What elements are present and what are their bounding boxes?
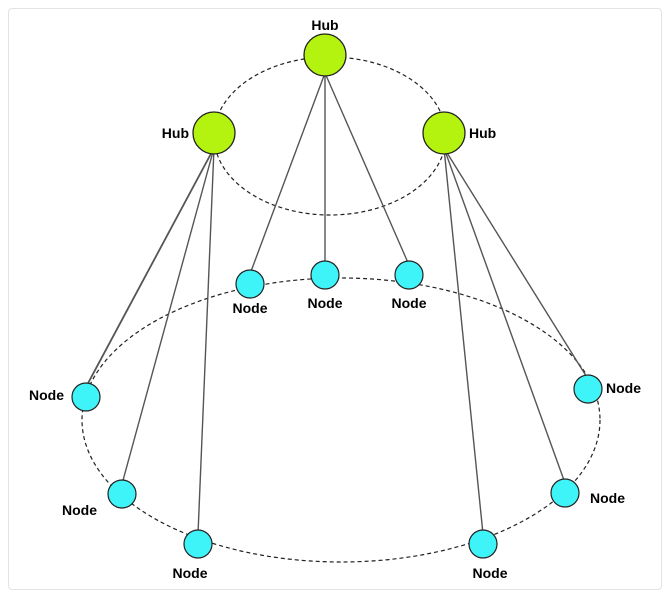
hub-right-label: Hub [469, 125, 496, 141]
node-5[interactable] [310, 260, 340, 290]
hub-left[interactable] [192, 111, 236, 155]
hub-top[interactable] [303, 33, 347, 77]
node-3[interactable] [183, 529, 213, 559]
node-8-label: Node [590, 490, 625, 506]
node-9[interactable] [468, 529, 498, 559]
node-3-label: Node [173, 565, 208, 581]
node-2[interactable] [107, 479, 137, 509]
node-2-label: Node [62, 502, 97, 518]
node-5-label: Node [308, 295, 343, 311]
node-1[interactable] [71, 382, 101, 412]
hub-top-label: Hub [311, 17, 338, 33]
node-6-label: Node [392, 295, 427, 311]
edge-hub-left-node-2 [121, 147, 215, 485]
edge-hub-top-node-4 [249, 72, 326, 275]
node-4[interactable] [235, 269, 265, 299]
node-ring [81, 277, 601, 563]
edge-hub-right-node-7 [443, 147, 589, 380]
node-1-label: Node [29, 387, 64, 403]
edge-hub-right-node-9 [443, 147, 484, 535]
edges-layer [85, 72, 589, 535]
node-7-label: Node [606, 380, 641, 396]
node-6[interactable] [394, 260, 424, 290]
node-7[interactable] [573, 374, 603, 404]
edge-hub-left-node-3 [197, 147, 215, 535]
node-9-label: Node [473, 565, 508, 581]
circles-layer [71, 33, 603, 559]
hub-ring [213, 56, 447, 216]
edge-hub-right-node-8 [443, 147, 566, 484]
edge-hub-top-node-6 [324, 72, 410, 266]
hub-left-label: Hub [162, 125, 189, 141]
edge-hub-left-node-1 [85, 147, 215, 388]
hub-right[interactable] [422, 111, 466, 155]
node-8[interactable] [550, 478, 580, 508]
node-4-label: Node [233, 300, 268, 316]
